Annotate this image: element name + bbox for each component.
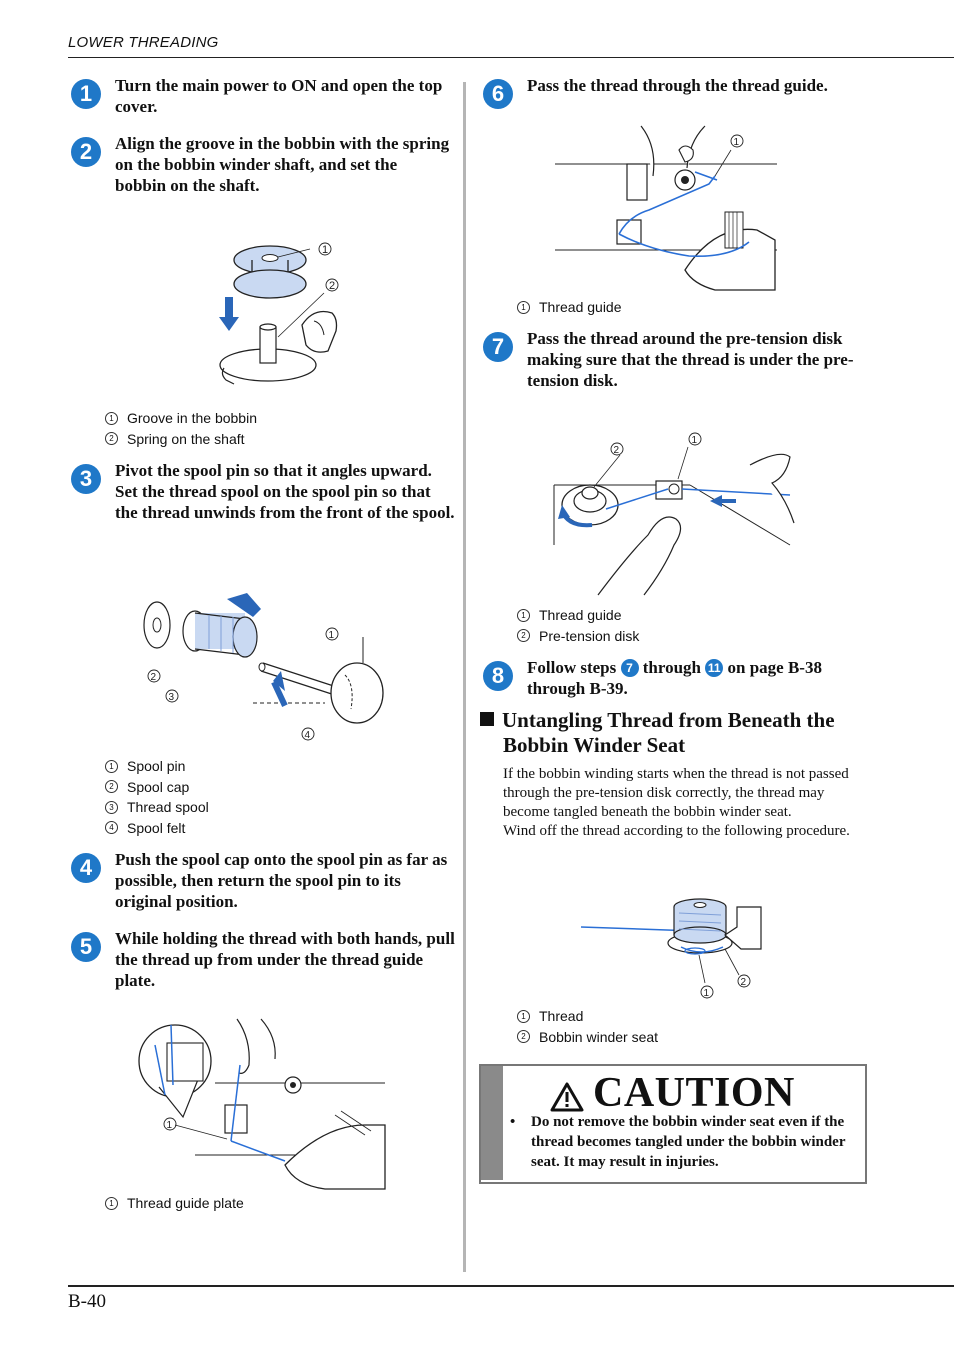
step-number-badge: 4 bbox=[71, 853, 101, 883]
section-paragraph: Wind off the thread according to the fol… bbox=[503, 823, 850, 839]
callout-1: 1 bbox=[322, 244, 328, 256]
step-ref-badge: 7 bbox=[620, 659, 639, 677]
svg-text:1: 1 bbox=[704, 988, 710, 999]
step-text: Turn the main power to ON and open the t… bbox=[115, 76, 443, 116]
page-number: B-40 bbox=[68, 1291, 106, 1312]
bobbin-on-shaft-illustration: 1 2 bbox=[219, 242, 339, 385]
bobbin-winder-seat-illustration: 1 2 bbox=[580, 898, 762, 999]
caution-sidebar bbox=[481, 1066, 503, 1180]
thread-guide-illustration: 1 bbox=[555, 125, 777, 291]
step-number-badge: 8 bbox=[483, 661, 513, 691]
svg-text:2: 2 bbox=[741, 977, 747, 988]
svg-text:2: 2 bbox=[151, 672, 157, 683]
column-divider bbox=[463, 82, 466, 1272]
thread-guide-plate-illustration: 1 bbox=[138, 1018, 386, 1190]
svg-text:3: 3 bbox=[169, 692, 175, 703]
step-number-badge: 6 bbox=[483, 79, 513, 109]
caution-box bbox=[479, 1064, 867, 1184]
section-paragraph: If the bobbin winding starts when the th… bbox=[503, 766, 849, 820]
step-text: Pivot the spool pin so that it angles up… bbox=[115, 461, 455, 522]
page-header-section: LOWER THREADING bbox=[68, 34, 219, 51]
svg-text:4: 4 bbox=[305, 730, 311, 741]
square-bullet-icon bbox=[480, 712, 494, 726]
step-number-badge: 3 bbox=[71, 464, 101, 494]
caution-text: Do not remove the bobbin winder seat eve… bbox=[531, 1114, 846, 1170]
section-title: Untangling Thread from Beneath the Bobbi… bbox=[480, 708, 835, 758]
step-number-badge: 2 bbox=[71, 137, 101, 167]
svg-text:2: 2 bbox=[329, 280, 335, 292]
step-number-badge: 7 bbox=[483, 332, 513, 362]
svg-text:2: 2 bbox=[614, 445, 620, 456]
step-text: Follow steps 7 through 11 on page B-38 t… bbox=[527, 658, 822, 698]
svg-text:1: 1 bbox=[167, 1120, 173, 1131]
footer-rule bbox=[68, 1285, 954, 1287]
step-ref-badge: 11 bbox=[705, 659, 724, 677]
step-text: While holding the thread with both hands… bbox=[115, 929, 455, 990]
section-body: If the bobbin winding starts when the th… bbox=[503, 765, 863, 841]
svg-text:1: 1 bbox=[734, 137, 740, 148]
step-number-badge: 1 bbox=[71, 79, 101, 109]
bullet: • bbox=[510, 1114, 516, 1130]
caution-title: CAUTION bbox=[593, 1070, 795, 1116]
pre-tension-disk-illustration: 1 2 bbox=[553, 432, 795, 596]
step-text: Align the groove in the bobbin with the … bbox=[115, 134, 450, 195]
header-rule bbox=[68, 57, 954, 58]
step-number-badge: 5 bbox=[71, 932, 101, 962]
warning-triangle-icon bbox=[550, 1082, 584, 1112]
svg-text:1: 1 bbox=[329, 630, 335, 641]
step-text: Pass the thread around the pre-tension d… bbox=[527, 329, 854, 390]
spool-pin-illustration: 1 2 3 4 bbox=[143, 593, 384, 741]
step-text: Push the spool cap onto the spool pin as… bbox=[115, 850, 448, 911]
svg-text:1: 1 bbox=[692, 435, 698, 446]
step-text: Pass the thread through the thread guide… bbox=[527, 76, 828, 95]
